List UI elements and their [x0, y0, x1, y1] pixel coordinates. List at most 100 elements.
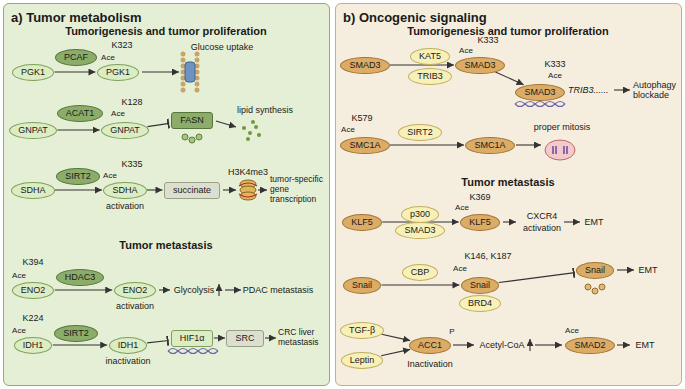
node-label: SMAD3 [349, 60, 380, 71]
protein-node: SMC1A [465, 137, 514, 154]
protein-node: SIRT2 [56, 168, 99, 185]
annotation-label: K369 [469, 192, 490, 202]
protein-node: Snail [576, 262, 614, 279]
annotation-label: Ace [459, 46, 473, 55]
node-label: BRD4 [468, 298, 492, 309]
panel-title: a) Tumor metabolism [11, 10, 142, 25]
node-label: ACC1 [418, 340, 442, 351]
node-label: SIRT2 [63, 328, 88, 339]
annotation-label: activation [116, 301, 154, 311]
protein-node: TGF-β [340, 322, 384, 339]
membrane-transporter [195, 58, 200, 63]
annotation-label: K224 [22, 313, 43, 323]
pathway-arrow [617, 344, 630, 345]
protein-node: KAT5 [410, 48, 450, 65]
protein-node: IDH1 [14, 337, 53, 354]
annotation-label: K128 [121, 97, 142, 107]
connector [57, 129, 99, 130]
protein-node: SIRT2 [398, 124, 441, 141]
membrane-transporter [181, 82, 186, 87]
annotation-label: inactivation [105, 356, 150, 366]
protein-node: GNPAT [101, 122, 149, 139]
membrane-transporter [181, 52, 186, 57]
annotation-label: K146, K187 [464, 251, 511, 261]
ubiquitin-chain [182, 134, 188, 140]
lipid-droplets [242, 126, 246, 130]
protein-node: KLF5 [460, 214, 500, 231]
annotation-label: Ace [12, 326, 26, 335]
node-label: ACAT1 [66, 108, 94, 119]
panel-title: b) Oncogenic signaling [343, 10, 487, 25]
node-label: TRIB3 [417, 71, 443, 82]
protein-node: ACC1 [409, 337, 451, 354]
ubiquitin-chain [182, 134, 605, 294]
annotation-label: H3K4me3 [228, 167, 268, 177]
protein-node: SMAD3 [515, 84, 564, 101]
connector [382, 334, 410, 340]
pathway-arrow [529, 339, 530, 351]
node-label: p300 [410, 209, 430, 220]
pathway-arrow [614, 89, 630, 90]
node-label: IDH1 [118, 340, 139, 351]
node-label: TGF-β [349, 325, 375, 336]
protein-node: Snail [461, 277, 499, 294]
nucleosome [239, 180, 257, 200]
section-heading: Tumor metastasis [461, 176, 554, 189]
connector [499, 273, 575, 283]
node-label: HIF1α [180, 333, 205, 344]
panel-ground [3, 3, 682, 386]
node-label: SIRT2 [407, 127, 432, 138]
protein-node: FASN [171, 112, 213, 129]
connector [55, 71, 96, 72]
lipid-droplets [246, 137, 250, 141]
pathway-arrow [218, 284, 219, 296]
protein-node: SRC [226, 330, 263, 347]
annotation-label: Ace [103, 171, 117, 180]
annotation-label: K335 [121, 159, 142, 169]
annotation-label: CRC liver metastasis [278, 328, 328, 348]
panel-ground [3, 3, 330, 386]
membrane-transporter [181, 88, 186, 93]
annotation-label: K579 [351, 113, 372, 123]
node-label: SIRT2 [65, 171, 90, 182]
node-label: PGK1 [106, 67, 130, 78]
pathway-arrow [617, 269, 634, 270]
ubiquitin-chain [196, 134, 202, 140]
pathway-arrow [453, 344, 474, 345]
protein-node: Leptin [341, 352, 384, 369]
node-label: GNPAT [18, 125, 48, 136]
connector [147, 189, 162, 190]
protein-node: SDHA [103, 182, 146, 199]
protein-node: PCAF [55, 49, 97, 66]
node-label: SRC [235, 333, 254, 344]
node-label: ENO2 [123, 285, 148, 296]
node-label: Snail [470, 280, 490, 291]
metabolite-box: succinate [164, 182, 220, 199]
connector [55, 189, 102, 190]
node-label: GNPAT [110, 125, 140, 136]
annotation-label: Ace [111, 109, 125, 118]
node-label: PGK1 [21, 67, 45, 78]
protein-node: SMAD3 [395, 222, 444, 239]
node-label: CBP [411, 267, 430, 278]
annotation-label: activation [523, 223, 561, 233]
node-label: SMAD3 [404, 225, 435, 236]
node-label: SMAD3 [524, 87, 555, 98]
pathway-arrow [142, 71, 179, 72]
protein-node: SDHA [11, 182, 54, 199]
protein-node: TRIB3 [408, 68, 452, 85]
annotation-label: tumor-specific gene transcription [270, 175, 326, 204]
connector [53, 344, 107, 345]
dna-helix [168, 349, 218, 354]
protein-node: GNPAT [9, 122, 57, 139]
annotation-label: Glucose uptake [191, 42, 254, 52]
annotation-label: K394 [22, 257, 43, 267]
ubiquitin-chain [592, 288, 598, 294]
node-label: ENO2 [21, 285, 46, 296]
membrane-transporter [195, 88, 200, 93]
node-label: SMC1A [474, 140, 505, 151]
protein-node: IDH1 [109, 337, 148, 354]
membrane-transporter [195, 52, 200, 57]
annotation-label: K323 [111, 40, 132, 50]
annotation-label: Ace [341, 125, 355, 134]
